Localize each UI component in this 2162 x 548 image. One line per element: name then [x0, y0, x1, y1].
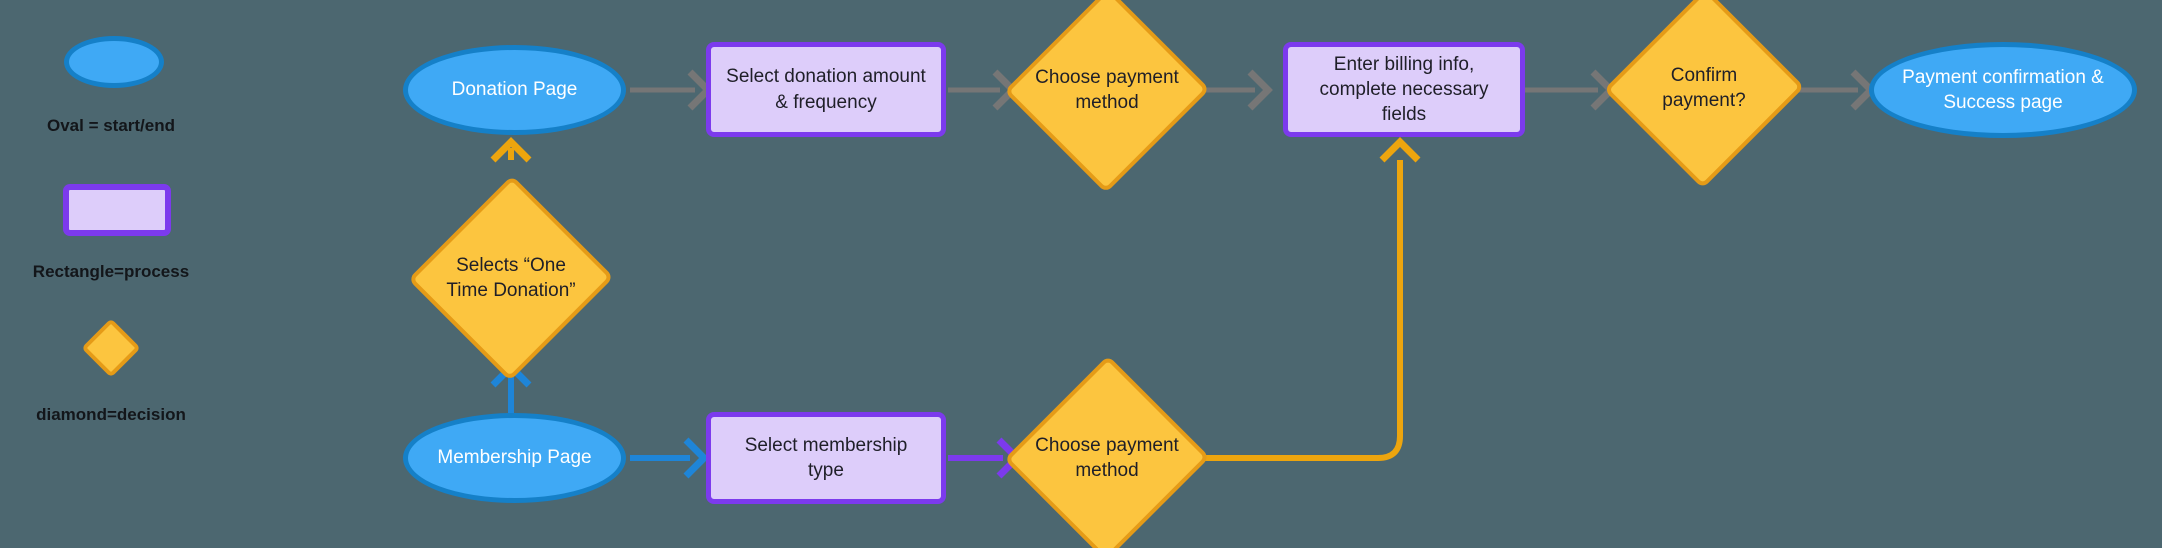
- node-choose-payment-method-top[interactable]: Choose payment method: [1004, 0, 1210, 193]
- node-donation-page-label: Donation Page: [451, 79, 578, 101]
- node-enter-billing-info-label: Enter billing info, complete necessary f…: [1319, 53, 1489, 126]
- node-selects-one-time-donation[interactable]: Selects “One Time Donation”: [408, 175, 614, 381]
- node-select-membership-type-label: Select membership type: [744, 434, 908, 481]
- legend-diamond-caption: diamond=decision: [36, 405, 186, 424]
- edge-membership-page-to-select-membership: [630, 437, 709, 479]
- node-payment-confirmation-label: Payment confirmation & Success page: [1902, 66, 2104, 113]
- diamond-shape: [1603, 0, 1805, 189]
- diamond-shape: [408, 175, 614, 381]
- node-enter-billing-info[interactable]: Enter billing info, complete necessary f…: [1283, 42, 1525, 137]
- edge-confirm-payment-to-payment-confirmation: [1795, 69, 1876, 111]
- node-select-donation-amount[interactable]: Select donation amount & frequency: [706, 42, 946, 137]
- legend-rectangle-shape: [63, 184, 171, 236]
- node-select-donation-amount-label: Select donation amount & frequency: [726, 66, 926, 113]
- node-confirm-payment[interactable]: Confirm payment?: [1603, 0, 1805, 189]
- edge-selects-one-time-to-donation-page: [490, 137, 532, 163]
- node-membership-page[interactable]: Membership Page: [403, 413, 626, 503]
- diamond-shape: [1004, 355, 1210, 548]
- node-donation-page[interactable]: Donation Page: [403, 45, 626, 135]
- node-select-membership-type[interactable]: Select membership type: [706, 412, 946, 504]
- edge-enter-billing-to-confirm-payment: [1525, 69, 1616, 111]
- legend-diamond-shape: [81, 318, 141, 378]
- legend-oval-shape: [64, 36, 164, 88]
- edge-select-amount-to-choose-payment-top: [948, 69, 1018, 111]
- edge-donation-page-to-select-amount: [630, 69, 713, 111]
- edge-choose-payment-bottom-to-enter-billing: [1203, 137, 1421, 461]
- edge-choose-payment-top-to-enter-billing: [1203, 69, 1273, 111]
- legend-oval-caption: Oval = start/end: [46, 116, 176, 135]
- diamond-shape: [1004, 0, 1210, 193]
- legend-rectangle-caption: Rectangle=process: [32, 262, 190, 281]
- node-payment-confirmation[interactable]: Payment confirmation & Success page: [1869, 42, 2137, 138]
- node-choose-payment-method-bottom[interactable]: Choose payment method: [1004, 355, 1210, 548]
- node-membership-page-label: Membership Page: [437, 447, 592, 469]
